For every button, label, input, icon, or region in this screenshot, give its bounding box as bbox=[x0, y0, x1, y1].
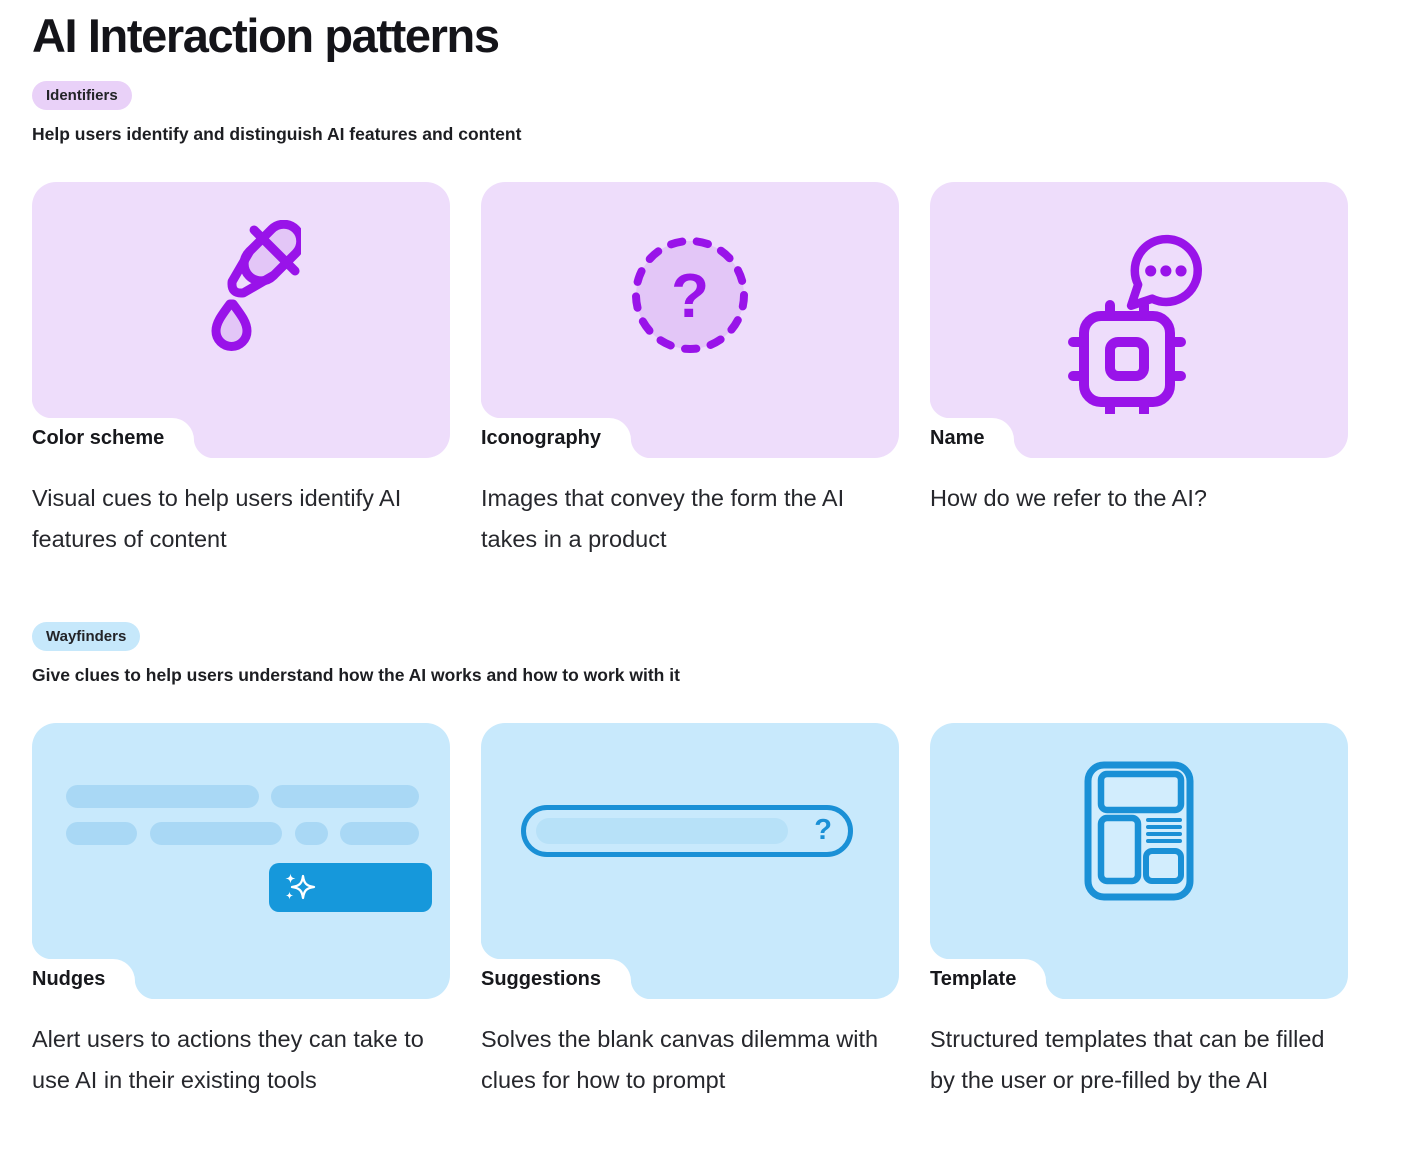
card-name: Name How do we refer to the AI? bbox=[930, 182, 1348, 560]
skeleton-bar bbox=[271, 785, 419, 808]
card-color-scheme: Color scheme Visual cues to help users i… bbox=[32, 182, 450, 560]
card-label: Color scheme bbox=[32, 426, 165, 449]
section-identifiers: Identifiers Help users identify and dist… bbox=[32, 81, 1348, 560]
card-description: How do we refer to the AI? bbox=[930, 485, 1207, 511]
identifiers-subtitle: Help users identify and distinguish AI f… bbox=[32, 124, 522, 144]
skeleton-bar bbox=[66, 785, 259, 808]
wayfinders-subtitle: Give clues to help users understand how … bbox=[32, 665, 680, 685]
card-label: Iconography bbox=[481, 426, 602, 449]
card-name-tile: Name bbox=[930, 182, 1348, 458]
card-suggestions-tile: ? Suggestions bbox=[481, 723, 899, 999]
card-nudges: Nudges Alert users to actions they can t… bbox=[32, 723, 450, 1101]
page-title: AI Interaction patterns bbox=[32, 9, 500, 62]
card-label: Name bbox=[930, 426, 985, 449]
card-label: Suggestions bbox=[481, 967, 602, 990]
card-suggestions: ? Suggestions Solves the blank canvas di… bbox=[481, 723, 899, 1101]
question-glyph: ? bbox=[814, 813, 832, 846]
card-label: Nudges bbox=[32, 967, 106, 990]
card-iconography: ? Iconography Images that convey the for… bbox=[481, 182, 899, 560]
sparkles-icon bbox=[285, 873, 316, 899]
page: AI Interaction patterns Identifiers Help… bbox=[32, 0, 1348, 1101]
card-iconography-tile: ? Iconography bbox=[481, 182, 899, 458]
card-art bbox=[930, 723, 1348, 999]
card-description: Visual cues to help users identify AI fe… bbox=[32, 485, 402, 552]
ai-sparkle-button bbox=[269, 863, 432, 912]
card-template-tile: Template bbox=[930, 723, 1348, 999]
eyedropper-icon bbox=[211, 220, 301, 351]
skeleton-dot bbox=[295, 822, 328, 845]
card-template: Template Structured templates that can b… bbox=[930, 723, 1348, 1101]
template-layout-icon bbox=[1084, 761, 1194, 901]
card-label-notch: Template bbox=[930, 939, 1067, 999]
card-color-scheme-tile: Color scheme bbox=[32, 182, 450, 458]
card-label-notch: Nudges bbox=[32, 939, 156, 999]
card-art: ? bbox=[481, 182, 899, 458]
card-art bbox=[32, 182, 450, 458]
sparkle-button-skeleton-icon bbox=[32, 723, 450, 999]
card-description: Alert users to actions they can take to … bbox=[32, 1026, 424, 1093]
card-label: Template bbox=[930, 967, 1017, 990]
identifiers-badge: Identifiers bbox=[32, 81, 132, 110]
skeleton-bar bbox=[340, 822, 419, 845]
dashed-circle-question-icon: ? bbox=[632, 237, 748, 353]
identifiers-cards: Color scheme Visual cues to help users i… bbox=[32, 182, 1348, 560]
card-nudges-tile: Nudges bbox=[32, 723, 450, 999]
card-label-notch: Color scheme bbox=[32, 398, 215, 458]
skeleton-bar bbox=[536, 818, 788, 844]
section-wayfinders: Wayfinders Give clues to help users unde… bbox=[32, 622, 1348, 1101]
search-pill-question-icon: ? bbox=[481, 723, 899, 999]
card-label-notch: Name bbox=[930, 398, 1036, 458]
skeleton-bar bbox=[66, 822, 137, 845]
card-art bbox=[930, 182, 1348, 458]
card-description: Structured templates that can be filled … bbox=[930, 1026, 1325, 1093]
card-label-notch: Suggestions bbox=[481, 939, 652, 999]
chip-speech-bubble-icon bbox=[1068, 234, 1202, 414]
card-label-notch: Iconography bbox=[481, 398, 652, 458]
question-glyph: ? bbox=[671, 262, 709, 331]
wayfinders-badge: Wayfinders bbox=[32, 622, 141, 651]
card-description: Solves the blank canvas dilemma with clu… bbox=[481, 1026, 879, 1093]
card-description: Images that convey the form the AI takes… bbox=[481, 485, 845, 552]
wayfinders-cards: Nudges Alert users to actions they can t… bbox=[32, 723, 1348, 1101]
prompt-input-pill: ? bbox=[521, 805, 853, 857]
skeleton-bar bbox=[150, 822, 282, 845]
